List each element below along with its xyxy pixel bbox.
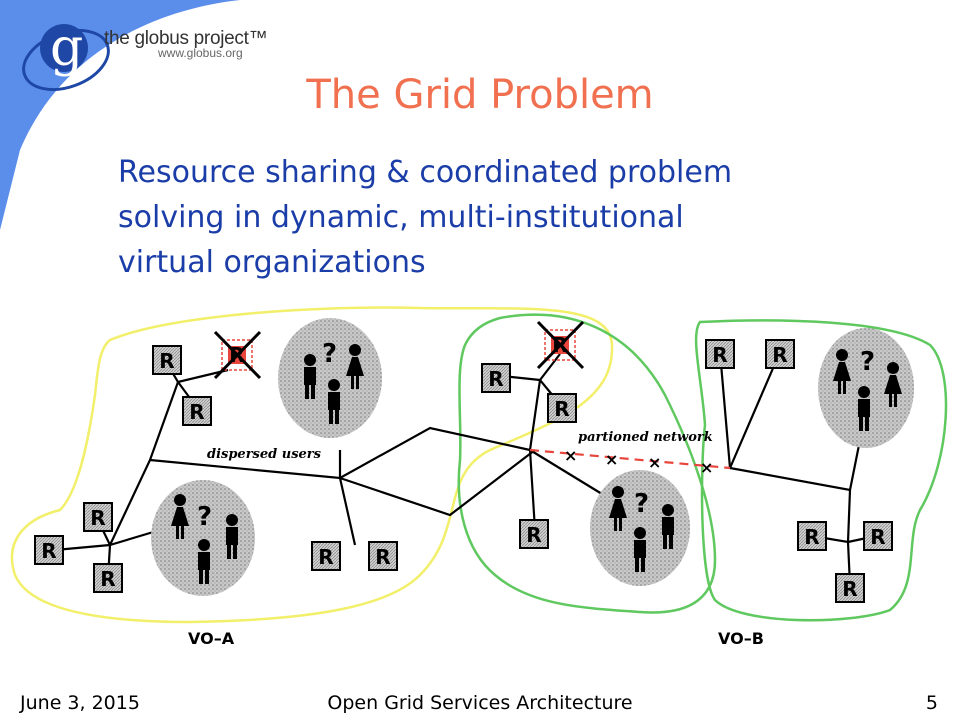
subtitle-line-2: solving in dynamic, multi-institutional [118,200,684,235]
break-mark: × [605,450,618,469]
globus-logo-name: the globus project™ [104,28,268,49]
failed-resource-1: R [213,330,262,380]
break-mark: × [700,458,713,477]
question-mark-1: ? [322,339,337,369]
resource-node: R [797,521,827,551]
user-cloud-2: ? [151,480,255,596]
slide-subtitle: Resource sharing & coordinated problem s… [118,150,878,285]
footer-title: Open Grid Services Architecture [327,692,633,714]
footer-date: June 3, 2015 [20,692,140,714]
break-mark: × [648,453,661,472]
resource-node: R [311,541,341,571]
svg-text:R: R [159,349,174,373]
svg-text:R: R [772,343,787,367]
resource-node: R [93,563,123,593]
svg-text:R: R [526,523,541,547]
resource-node: R [152,345,182,375]
svg-text:R: R [318,545,333,569]
resource-node: R [547,393,577,423]
break-mark: × [564,446,577,465]
resource-node: R [835,573,865,603]
user-cloud-1: ? [278,318,382,438]
resource-node: R [481,363,511,393]
svg-text:R: R [100,567,115,591]
resource-node: R [705,339,735,369]
svg-text:R: R [488,367,503,391]
svg-text:R: R [712,343,727,367]
svg-text:R: R [375,545,390,569]
resource-node: R [863,521,893,551]
svg-text:R: R [41,539,56,563]
resource-nodes: R R R R R R R R R R R R R R R [34,339,893,603]
svg-text:R: R [554,397,569,421]
failed-resource-2: R [536,320,585,370]
vo-b-outline-right [694,319,948,622]
resource-node: R [519,519,549,549]
question-mark-3: ? [634,489,649,519]
svg-text:R: R [804,525,819,549]
vo-a-outline [10,306,614,624]
partitioned-network-label: partioned network [578,430,713,445]
globus-logo-url: www.globus.org [158,46,243,60]
resource-node: R [182,396,212,426]
subtitle-line-1: Resource sharing & coordinated problem [118,155,733,190]
resource-node: R [83,502,113,532]
footer-page-number: 5 [925,692,938,714]
svg-text:R: R [870,525,885,549]
svg-text:R: R [90,506,105,530]
vo-diagram: ? ? ? ? R R R R R R R R R R R R R R R [10,306,948,648]
globus-logo-mark: g [50,18,84,78]
vo-b-label: VO–B [718,629,764,648]
question-mark-2: ? [197,502,212,532]
slide-title: The Grid Problem [306,72,654,118]
dispersed-users-label: dispersed users [207,447,322,462]
resource-node: R [765,339,795,369]
vo-b-outline-left [457,313,717,614]
resource-node: R [368,541,398,571]
user-cloud-4: ? [818,328,914,448]
user-cloud-3: ? [590,470,690,586]
svg-text:R: R [842,577,857,601]
subtitle-line-3: virtual organizations [118,245,426,280]
vo-a-label: VO–A [188,629,235,648]
partitioned-network-link [529,448,731,470]
svg-text:R: R [189,400,204,424]
resource-node: R [34,535,64,565]
question-mark-4: ? [860,347,875,377]
